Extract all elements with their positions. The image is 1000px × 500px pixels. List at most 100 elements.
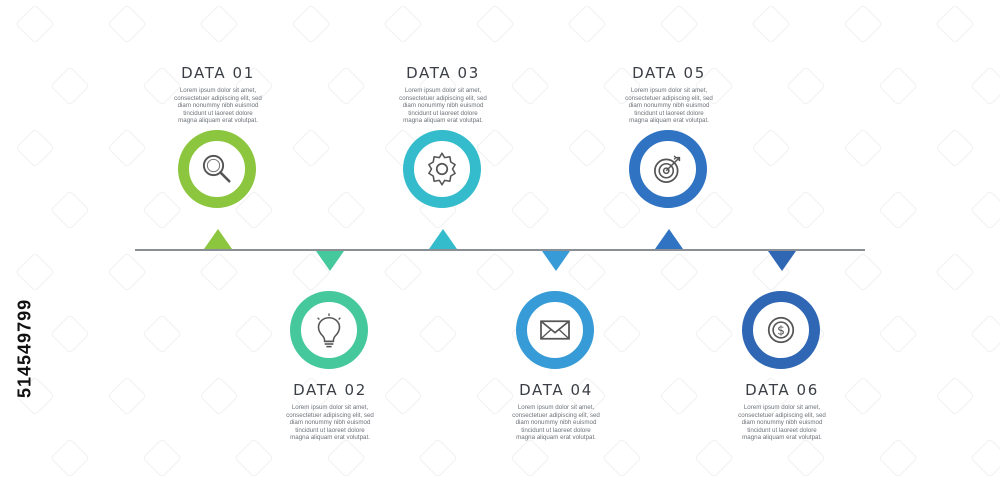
watermark-shape: [474, 252, 515, 292]
watermark-shape: [49, 66, 90, 106]
step-icon-ring: [403, 130, 481, 208]
watermark-shape: [969, 438, 1000, 478]
dollar-coin-icon: $: [767, 316, 795, 344]
step-description-line: consectetuer adipiscing elit, sed: [512, 411, 600, 419]
watermark-shape: [198, 376, 239, 416]
step-description: Lorem ipsum dolor sit amet, consectetuer…: [383, 87, 503, 125]
timeline-arrow-up: [429, 229, 457, 249]
watermark-shape: [877, 66, 918, 106]
step-description-line: consectetuer adipiscing elit, sed: [286, 411, 374, 419]
watermark-shape: [106, 252, 147, 292]
watermark-shape: [693, 314, 734, 354]
watermark-shape: [106, 4, 147, 44]
watermark-shape: [601, 190, 642, 230]
timeline-arrow-down: [316, 251, 344, 271]
watermark-shape: [198, 4, 239, 44]
step-description-line: consectetuer adipiscing elit, sed: [625, 94, 713, 102]
watermark-shape: [106, 128, 147, 168]
target-icon: [654, 155, 681, 183]
step-description: Lorem ipsum dolor sit amet, consectetuer…: [722, 404, 842, 442]
watermark-shape: [49, 190, 90, 230]
watermark-shape: [49, 314, 90, 354]
step-description: Lorem ipsum dolor sit amet, consectetuer…: [158, 87, 278, 125]
step-description-line: diam nonummy nibh euismod: [741, 419, 823, 427]
watermark-shape: [658, 252, 699, 292]
step-description-line: magna aliquam erat volutpat.: [629, 117, 709, 125]
watermark-shape: [693, 190, 734, 230]
step-description-line: consectetuer adipiscing elit, sed: [174, 94, 262, 102]
step-description-line: consectetuer adipiscing elit, sed: [738, 411, 826, 419]
step-description-line: Lorem ipsum dolor sit amet,: [630, 87, 708, 94]
watermark-shape: [509, 190, 550, 230]
step-icon-ring: [629, 130, 707, 208]
step-title: DATA 03: [406, 64, 480, 82]
watermark-shape: [417, 314, 458, 354]
watermark-shape: [14, 128, 55, 168]
watermark-shape: [198, 252, 239, 292]
step-title: DATA 01: [181, 64, 255, 82]
watermark-shape: [382, 252, 423, 292]
gear-icon: [428, 152, 456, 186]
watermark-shape: [934, 252, 975, 292]
watermark-shape: [969, 66, 1000, 106]
watermark-shape: [417, 438, 458, 478]
timeline-arrow-up: [655, 229, 683, 249]
watermark-shape: [509, 438, 550, 478]
search-icon: [202, 154, 231, 183]
watermark-shape: [601, 438, 642, 478]
step-description-line: magna aliquam erat volutpat.: [178, 117, 258, 125]
watermark-shape: [233, 438, 274, 478]
watermark-shape: [233, 314, 274, 354]
step-description-line: tincidunt ut laoreet dolore: [747, 426, 817, 434]
watermark-shape: [877, 314, 918, 354]
step-description-line: diam nonummy nibh euismod: [628, 102, 710, 110]
watermark-shape: [566, 4, 607, 44]
watermark-shape: [325, 438, 366, 478]
watermark-shape: [842, 4, 883, 44]
watermark-shape: [382, 4, 423, 44]
watermark-shape: [474, 128, 515, 168]
envelope-icon: [540, 320, 570, 340]
step-description-line: diam nonummy nibh euismod: [515, 419, 597, 427]
step-description-line: consectetuer adipiscing elit, sed: [399, 94, 487, 102]
watermark-shape: [693, 438, 734, 478]
step-description-line: diam nonummy nibh euismod: [402, 102, 484, 110]
watermark-shape: [601, 314, 642, 354]
step-description-line: tincidunt ut laoreet dolore: [408, 109, 478, 117]
watermark-shape: [969, 314, 1000, 354]
step-description-line: magna aliquam erat volutpat.: [290, 434, 370, 442]
step-title: DATA 04: [519, 381, 593, 399]
watermark-shape: [785, 190, 826, 230]
step-description: Lorem ipsum dolor sit amet, consectetuer…: [270, 404, 390, 442]
watermark-shape: [969, 190, 1000, 230]
timeline-arrow-up: [204, 229, 232, 249]
step-icon-ring: [290, 291, 368, 369]
step-description: Lorem ipsum dolor sit amet, consectetuer…: [609, 87, 729, 125]
step-title: DATA 05: [632, 64, 706, 82]
watermark-shape: [785, 438, 826, 478]
watermark-shape: [141, 190, 182, 230]
step-description-line: Lorem ipsum dolor sit amet,: [743, 404, 821, 411]
step-description-line: diam nonummy nibh euismod: [177, 102, 259, 110]
watermark-shape: [566, 128, 607, 168]
step-description-line: Lorem ipsum dolor sit amet,: [291, 404, 369, 411]
timeline-arrow-down: [542, 251, 570, 271]
step-description-line: diam nonummy nibh euismod: [289, 419, 371, 427]
watermark-shape: [934, 128, 975, 168]
step-title: DATA 02: [293, 381, 367, 399]
timeline-line: [135, 249, 865, 251]
step-description-line: tincidunt ut laoreet dolore: [634, 109, 704, 117]
svg-text:$: $: [777, 323, 785, 337]
watermark-shape: [49, 438, 90, 478]
watermark-shape: [842, 252, 883, 292]
watermark-shape: [290, 128, 331, 168]
watermark-shape: [750, 128, 791, 168]
watermark-shape: [658, 4, 699, 44]
watermark-shape: [141, 314, 182, 354]
watermark-shape: [141, 438, 182, 478]
watermark-shape: [106, 376, 147, 416]
lightbulb-icon: [317, 313, 341, 348]
watermark-shape: [934, 4, 975, 44]
watermark-shape: [14, 4, 55, 44]
